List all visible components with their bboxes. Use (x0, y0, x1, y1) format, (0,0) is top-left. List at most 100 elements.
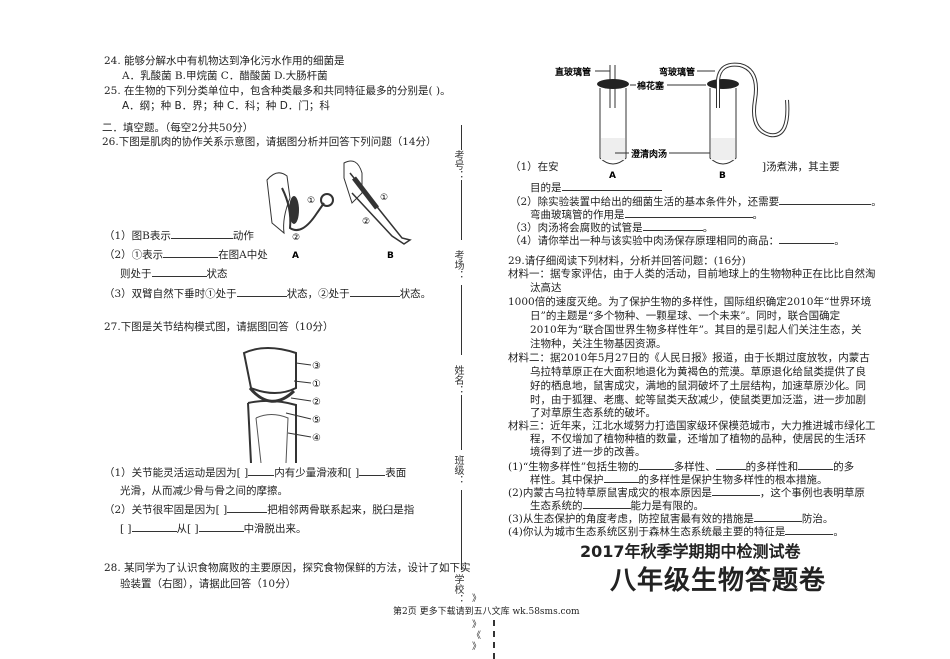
muscle-label-1: ① (380, 193, 388, 203)
question-26-2: （2）①表示在图A中处 (104, 247, 268, 261)
experiment-diagram: 直玻璃管 弯玻璃管 棉花塞 澄清肉汤 A B (555, 62, 790, 181)
figure-label-b: B (387, 251, 394, 261)
answer-blank[interactable] (711, 485, 760, 496)
question-26-2-cont: 则处于状态 (120, 266, 228, 280)
joint-label: ③ (312, 361, 321, 372)
chevron-mark: 》 (472, 642, 482, 652)
answer-blank[interactable] (779, 194, 872, 205)
cotton-plug-label: 棉花塞 (637, 80, 665, 92)
curved-tube-label: 弯玻璃管 (659, 66, 695, 78)
answer-blank[interactable] (715, 459, 746, 470)
binding-line (461, 285, 462, 355)
material-1-line: 1000倍的速度灭绝。为了保护生物的多样性，国际组织确定2010年“世界环境 (508, 296, 872, 308)
school-label: 学校： (452, 574, 463, 604)
straight-tube-label: 直玻璃管 (555, 66, 591, 78)
answer-blank[interactable] (582, 498, 631, 509)
chevron-mark: 》 (472, 594, 482, 604)
question-29-2-cont: 生态系统的能力是有限的。 (530, 498, 704, 512)
question-28-2: （2）除实验装置中给出的细菌生活的基本条件外，还需要。 (510, 194, 882, 208)
question-27-1: （1）关节能灵活运动是因为[ ]内有少量滑液和[ ]表面 (104, 465, 407, 479)
material-1-line: 注物种，关注生物基因资源。 (530, 338, 667, 350)
muscle-label-2: ② (292, 233, 300, 243)
answer-blank[interactable] (753, 511, 802, 522)
binding-line (461, 180, 462, 240)
muscle-label-1: ① (307, 196, 315, 206)
joint-diagram: ③ ① ② ⑤ ④ (242, 347, 321, 463)
answer-blank[interactable] (785, 524, 834, 535)
muscle-diagram: ① ② ① ② A B (266, 160, 412, 261)
material-3-line: 境得到了进一步的改善。 (530, 446, 646, 458)
exam-room-label: 考场： (452, 250, 463, 280)
answer-blank[interactable] (779, 233, 835, 244)
exam-number-label: 考号： (452, 150, 463, 180)
question-26-1: （1）图B表示动作 (104, 228, 254, 242)
material-3-line: 程，不仅增加了植物种植的数量，还增加了植物的品种，使居民的生活环 (530, 433, 866, 445)
question-29-1-cont: 样性。其中保护的多样性是保护生物多样性的根本措施。 (530, 472, 828, 486)
answer-blank[interactable] (359, 465, 386, 476)
question-29-2: (2)内蒙古乌拉特草原鼠害成灾的根本原因是，这个事例也表明草原 (508, 485, 865, 499)
tube-a-label: A (609, 171, 616, 181)
answer-blank[interactable] (131, 521, 177, 532)
joint-label: ④ (312, 433, 321, 444)
question-26-3: （3）双臂自然下垂时①处于状态，②处于状态。 (104, 286, 432, 300)
broth-label: 澄清肉汤 (631, 148, 667, 160)
answer-blank[interactable] (561, 180, 662, 191)
material-2-line: 了对草原生态系统的破坏。 (530, 407, 656, 419)
question-28-2-cont: 弯曲玻璃管的作用是。 (530, 207, 763, 221)
chevron-mark: 《 (472, 631, 482, 641)
answer-blank[interactable] (603, 472, 639, 483)
question-28-3: （3）肉汤将会腐败的试管是。 (510, 220, 714, 234)
answer-blank[interactable] (236, 286, 287, 297)
page-footer: 第2页 更多下载请到五八文库 wk.58sms.com (393, 607, 580, 617)
answer-blank[interactable] (624, 207, 753, 218)
material-2-line: 材料二：据2010年5月27日的《人民日报》报道，由于长期过度放牧，内蒙古 (508, 352, 870, 364)
question-27-2: （2）关节很牢固是因为[ ]把相邻两骨联系起来，脱臼是指 (104, 502, 415, 516)
answer-blank[interactable] (642, 220, 703, 231)
name-label: 姓名： (452, 365, 463, 395)
material-2-line: 好的栖息地，鼠害成灾，满地的鼠洞破坏了土层结构，加速草原沙化。同 (530, 380, 866, 392)
question-28-1-cont: 目的是 (530, 180, 662, 195)
exam-title: 2017年秋季学期期中检测试卷 (580, 542, 801, 561)
question-24-options: A．乳酸菌 B.甲烷菌 C．醋酸菌 D.大肠杆菌 (122, 70, 328, 82)
question-27: 27.下图是关节结构模式图，请据图回答（10分） (104, 321, 334, 333)
cut-line (493, 620, 495, 659)
binding-line (461, 490, 462, 570)
tube-b-label: B (719, 171, 726, 181)
material-2-line: 时，由于狐狸、老鹰、蛇等鼠类天敌减少，使鼠类更加泛滥，进一步加剧 (530, 394, 866, 406)
material-3-line: 材料三：近年来，江北水域努力打造国家级环保模范城市，大力推进城市绿化工 (508, 420, 876, 432)
question-28-4: （4）请你举出一种与该实验中肉汤保存原理相同的商品：。 (510, 233, 845, 247)
figure-label-a: A (292, 251, 299, 261)
binding-line (461, 395, 462, 450)
muscle-label-2: ② (362, 217, 370, 227)
question-25-options: A．纲；种 B．界；种 C．科；种 D．门；科 (122, 100, 330, 112)
answer-blank[interactable] (638, 459, 674, 470)
question-24: 24. 能够分解水中有机物达到净化污水作用的细菌是 (104, 55, 345, 67)
answer-blank[interactable] (198, 521, 244, 532)
question-25: 25. 在生物的下列分类单位中，包含种类最多和共同特征最多的分别是( )。 (104, 85, 451, 97)
material-2-line: 乌拉特草原正在大面积地退化为黄褐色的荒漠。草原退化给鼠类提供了良 (530, 366, 866, 378)
question-29: 29.请仔细阅读下列材料，分析并回答问题：(16分) (508, 255, 746, 267)
question-28-cont: 验装置（右图），请据此回答（10分） (120, 578, 297, 590)
material-1-line: 2010年为“联合国世界生物多样性年”。其目的是引起人们关注生态，关 (530, 324, 862, 336)
question-28-1: （1）在安 (510, 161, 559, 173)
binding-line (461, 125, 462, 150)
answer-blank[interactable] (248, 465, 275, 476)
question-27-2-cont: [ ]从[ ]中滑脱出来。 (120, 521, 307, 535)
answer-sheet-title: 八年级生物答题卷 (610, 566, 827, 596)
question-29-1: (1)“生物多样性”包括生物的多样性、的多样性和的多 (508, 459, 855, 473)
answer-blank[interactable] (163, 247, 219, 258)
material-1-line: 材料一：据专家评估，由于人类的活动，目前地球上的生物物种正在比比自然淘 (508, 268, 876, 280)
material-1-line: 汰高达 (530, 282, 562, 294)
joint-label: ① (312, 379, 321, 390)
answer-blank[interactable] (227, 502, 268, 513)
answer-blank[interactable] (798, 459, 834, 470)
section-2-heading: 二．填空题。（每空2分共50分） (102, 122, 254, 134)
answer-blank[interactable] (349, 286, 400, 297)
chevron-mark: 》 (472, 620, 482, 630)
question-28: 28. 某同学为了认识食物腐败的主要原因，探究食物保鲜的方法，设计了如下实 (104, 562, 471, 574)
material-1-line: 日”的主题是“多个物种、一颗星球、一个未来”。同时，联合国确定 (530, 310, 841, 322)
question-26: 26.下图是肌肉的协作关系示意图，请据图分析并回答下列问题（14分） (102, 136, 437, 148)
answer-blank[interactable] (170, 228, 233, 239)
answer-blank[interactable] (151, 266, 207, 277)
